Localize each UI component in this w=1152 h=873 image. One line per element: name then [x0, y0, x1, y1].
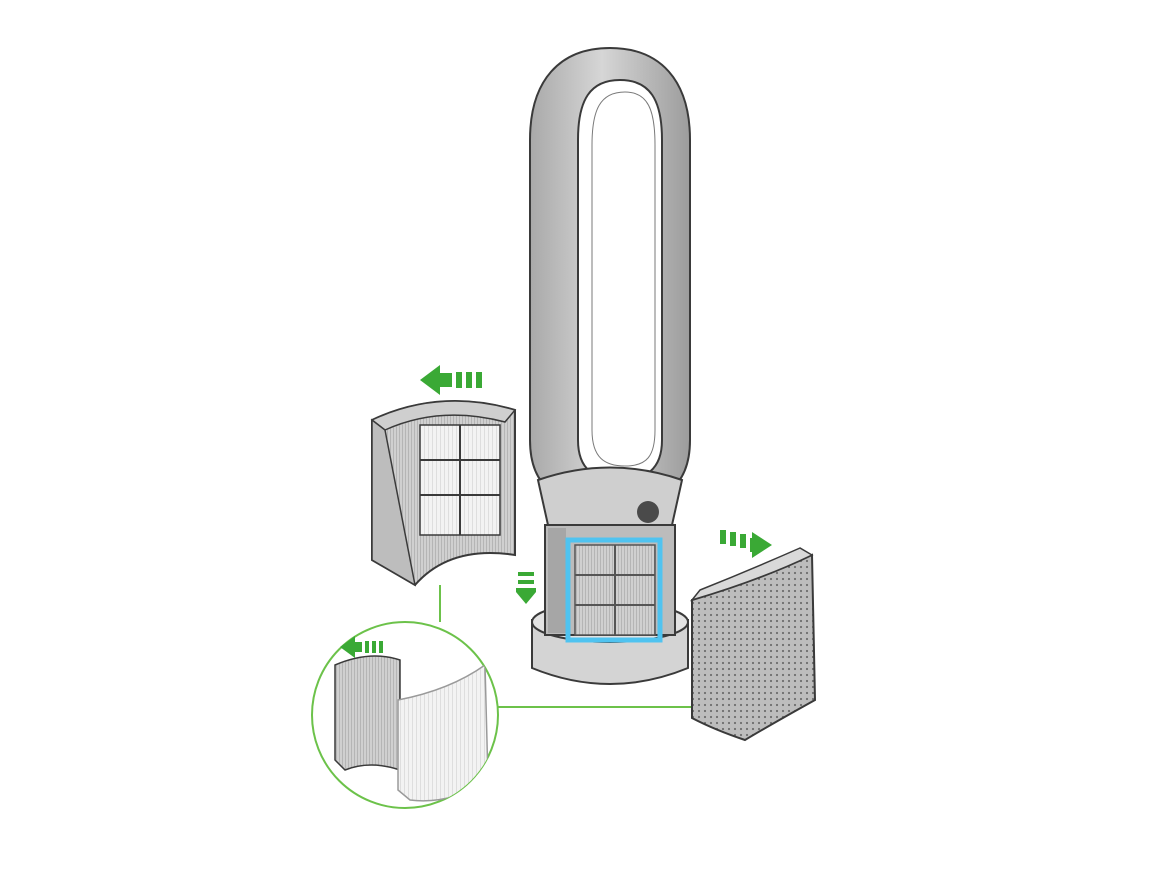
arrow-up-left-icon — [420, 365, 482, 395]
guide-lines — [439, 585, 692, 708]
inset-detail — [311, 621, 499, 809]
left-filter-half — [370, 400, 517, 587]
right-grille-shroud — [689, 547, 817, 742]
arrow-down-icon — [516, 572, 536, 604]
latch — [548, 528, 566, 633]
inset-arrow-icon — [340, 636, 383, 658]
tower-loop — [529, 46, 691, 507]
tower-base — [531, 466, 689, 685]
arrow-down-right-icon — [720, 530, 772, 558]
sensor-icon — [637, 501, 659, 523]
